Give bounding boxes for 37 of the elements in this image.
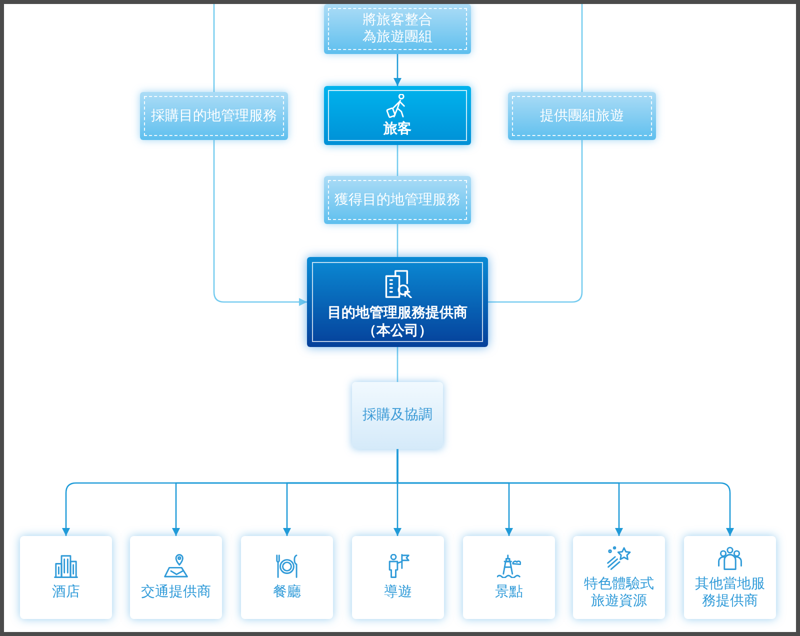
category-card: [573, 536, 665, 619]
label-text: 特色體驗式旅遊資源: [583, 576, 655, 610]
highlight-box: [324, 86, 471, 145]
label-text: 餐廳: [273, 584, 301, 601]
arrow: [394, 54, 402, 86]
category-card: [241, 536, 333, 619]
category-card: [352, 536, 444, 619]
connector-line: [396, 224, 398, 257]
category-card: [20, 536, 112, 619]
highlight-box: [307, 257, 488, 347]
label-text: 提供團組旅遊: [540, 108, 624, 124]
label-text: 採購目的地管理服務: [151, 108, 277, 124]
process-box: [352, 382, 443, 449]
label-text: 景點: [495, 584, 523, 601]
connector-line: [396, 347, 398, 382]
process-box: [324, 4, 471, 54]
process-box: [508, 92, 656, 140]
arrow: [396, 449, 734, 536]
category-card: [463, 536, 555, 619]
category-card: [130, 536, 222, 619]
process-box: [140, 92, 288, 140]
label-text: 旅客: [384, 120, 412, 138]
label-text: 目的地管理服務提供商（本公司）: [326, 304, 468, 340]
label-text: 將旅客整合為旅遊團組: [362, 12, 434, 46]
label-text: 採購及協調: [362, 407, 432, 424]
process-box: [324, 176, 471, 224]
label-text: 酒店: [52, 584, 80, 601]
connector-line: [213, 4, 215, 92]
label-text: 獲得目的地管理服務: [334, 192, 460, 208]
label-text: 導遊: [384, 584, 412, 601]
connector-line: [581, 4, 583, 92]
label-text: 交通提供商: [141, 584, 211, 601]
arrow: [213, 140, 307, 306]
connector-line: [488, 140, 583, 303]
connector-line: [396, 145, 398, 176]
category-card: [684, 536, 776, 619]
label-text: 其他當地服務提供商: [694, 576, 766, 610]
